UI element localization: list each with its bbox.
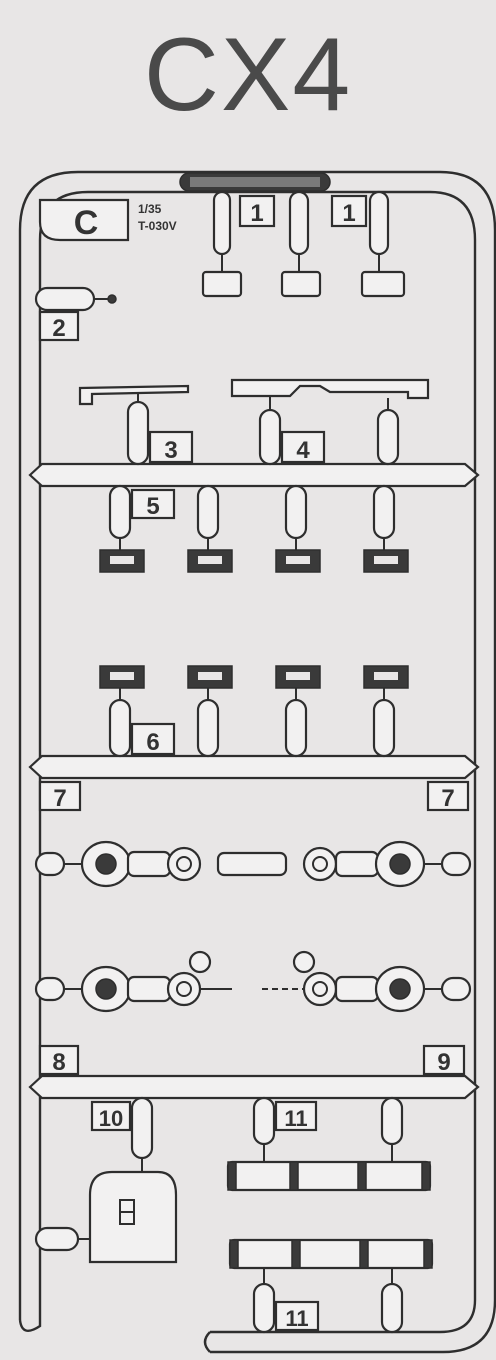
suspension-arm-row-2	[34, 950, 472, 1013]
part-5-row: 5	[99, 484, 409, 573]
sprue-letter-box: C 1/35 T-030V	[38, 198, 177, 242]
suspension-arm-row-1	[34, 840, 472, 888]
part-8-9-labels: 8 9	[38, 1044, 466, 1076]
part-label-11b: 11	[285, 1306, 308, 1331]
part-11-upper: 11	[226, 1096, 432, 1192]
part-1-group: 1 1	[201, 190, 406, 298]
part-3: 3	[78, 384, 194, 466]
part-label-4: 4	[296, 437, 310, 464]
part-label-10: 10	[99, 1106, 123, 1131]
sprue-scale: 1/35	[138, 202, 162, 216]
part-label-9: 9	[437, 1049, 450, 1076]
part-label-7a: 7	[53, 785, 66, 812]
part-label-1a: 1	[250, 200, 263, 227]
part-label-8: 8	[52, 1049, 65, 1076]
part-6-row: 6	[99, 665, 409, 758]
crossbar-3	[28, 1074, 480, 1100]
part-2: 2	[34, 286, 117, 342]
part-7-labels: 7 7	[38, 780, 470, 812]
part-label-2: 2	[52, 315, 65, 342]
part-4: 4	[230, 378, 430, 466]
part-label-1b: 1	[342, 200, 355, 227]
part-label-6: 6	[146, 729, 159, 756]
part-10: 10	[34, 1096, 178, 1264]
crossbar-2	[28, 754, 480, 780]
sprue-letter: C	[74, 204, 99, 242]
part-label-5: 5	[146, 493, 159, 520]
part-label-3: 3	[164, 437, 177, 464]
sprue-title: CX4	[143, 17, 353, 133]
sprue-kit-code: T-030V	[138, 219, 177, 233]
part-label-11a: 11	[284, 1106, 307, 1131]
crossbar-1	[28, 462, 480, 488]
part-label-7b: 7	[441, 785, 454, 812]
part-11-lower: 11	[228, 1238, 434, 1334]
